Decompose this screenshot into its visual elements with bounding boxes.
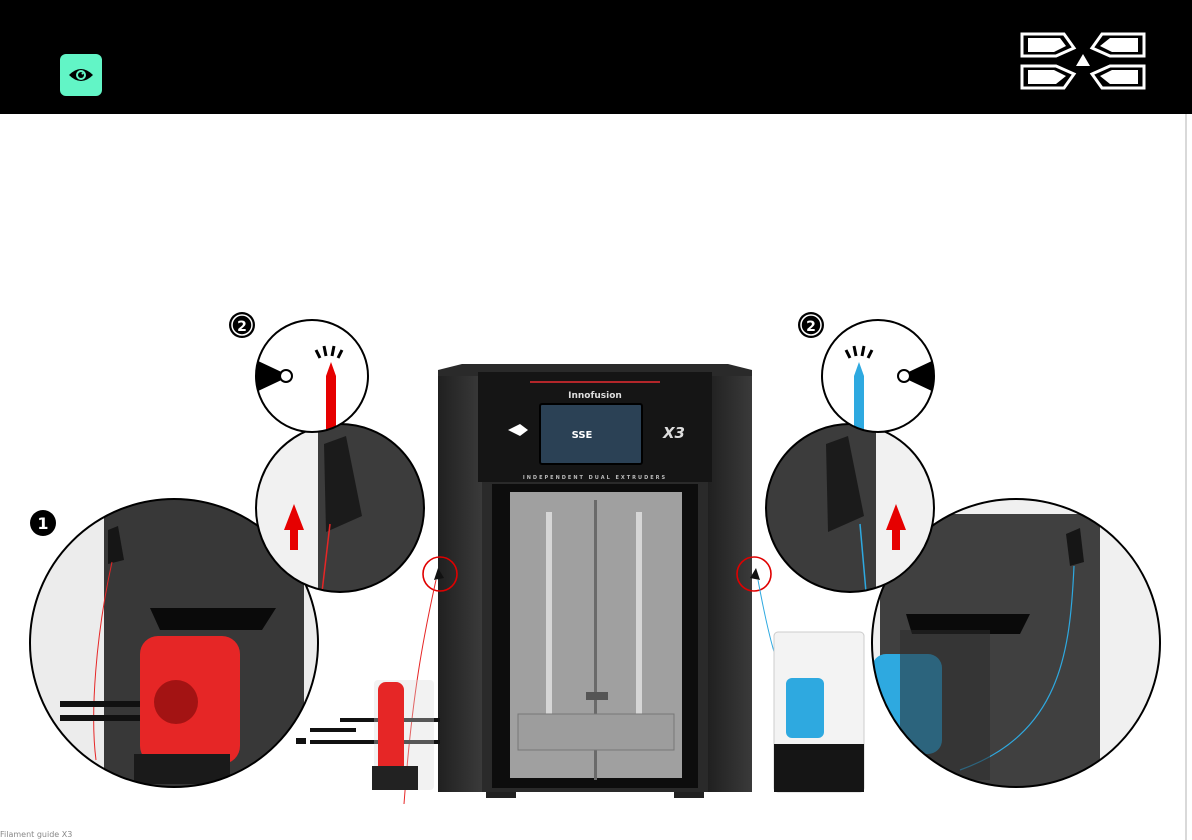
number-one-filled-icon: 1 [30, 510, 56, 536]
printer-brand: Innofusion [568, 391, 622, 401]
svg-text:2: 2 [237, 319, 247, 335]
screen-text: SSE [572, 430, 593, 441]
footnote: Filament guide X3 [0, 830, 72, 840]
right-drybox [774, 632, 864, 792]
svg-text:2: 2 [806, 319, 816, 335]
filament-setup-illustration: Innofusion SSE X3 INDEPENDENT DUAL EXTRU… [0, 114, 1192, 840]
printer-body: Innofusion SSE X3 INDEPENDENT DUAL EXTRU… [423, 364, 771, 798]
left-spool [296, 680, 440, 790]
header-bar [0, 0, 1192, 114]
model-badge: X3 [662, 424, 685, 442]
number-two-circle-icon: 2 [229, 312, 255, 338]
eye-icon [68, 66, 94, 84]
x-logo-icon [1016, 30, 1150, 92]
number-two-circle-icon: 2 [798, 312, 824, 338]
view-button[interactable] [60, 54, 102, 96]
svg-text:1: 1 [37, 514, 48, 533]
left-detail-guide [256, 424, 428, 594]
strip-text: INDEPENDENT DUAL EXTRUDERS [523, 475, 667, 481]
